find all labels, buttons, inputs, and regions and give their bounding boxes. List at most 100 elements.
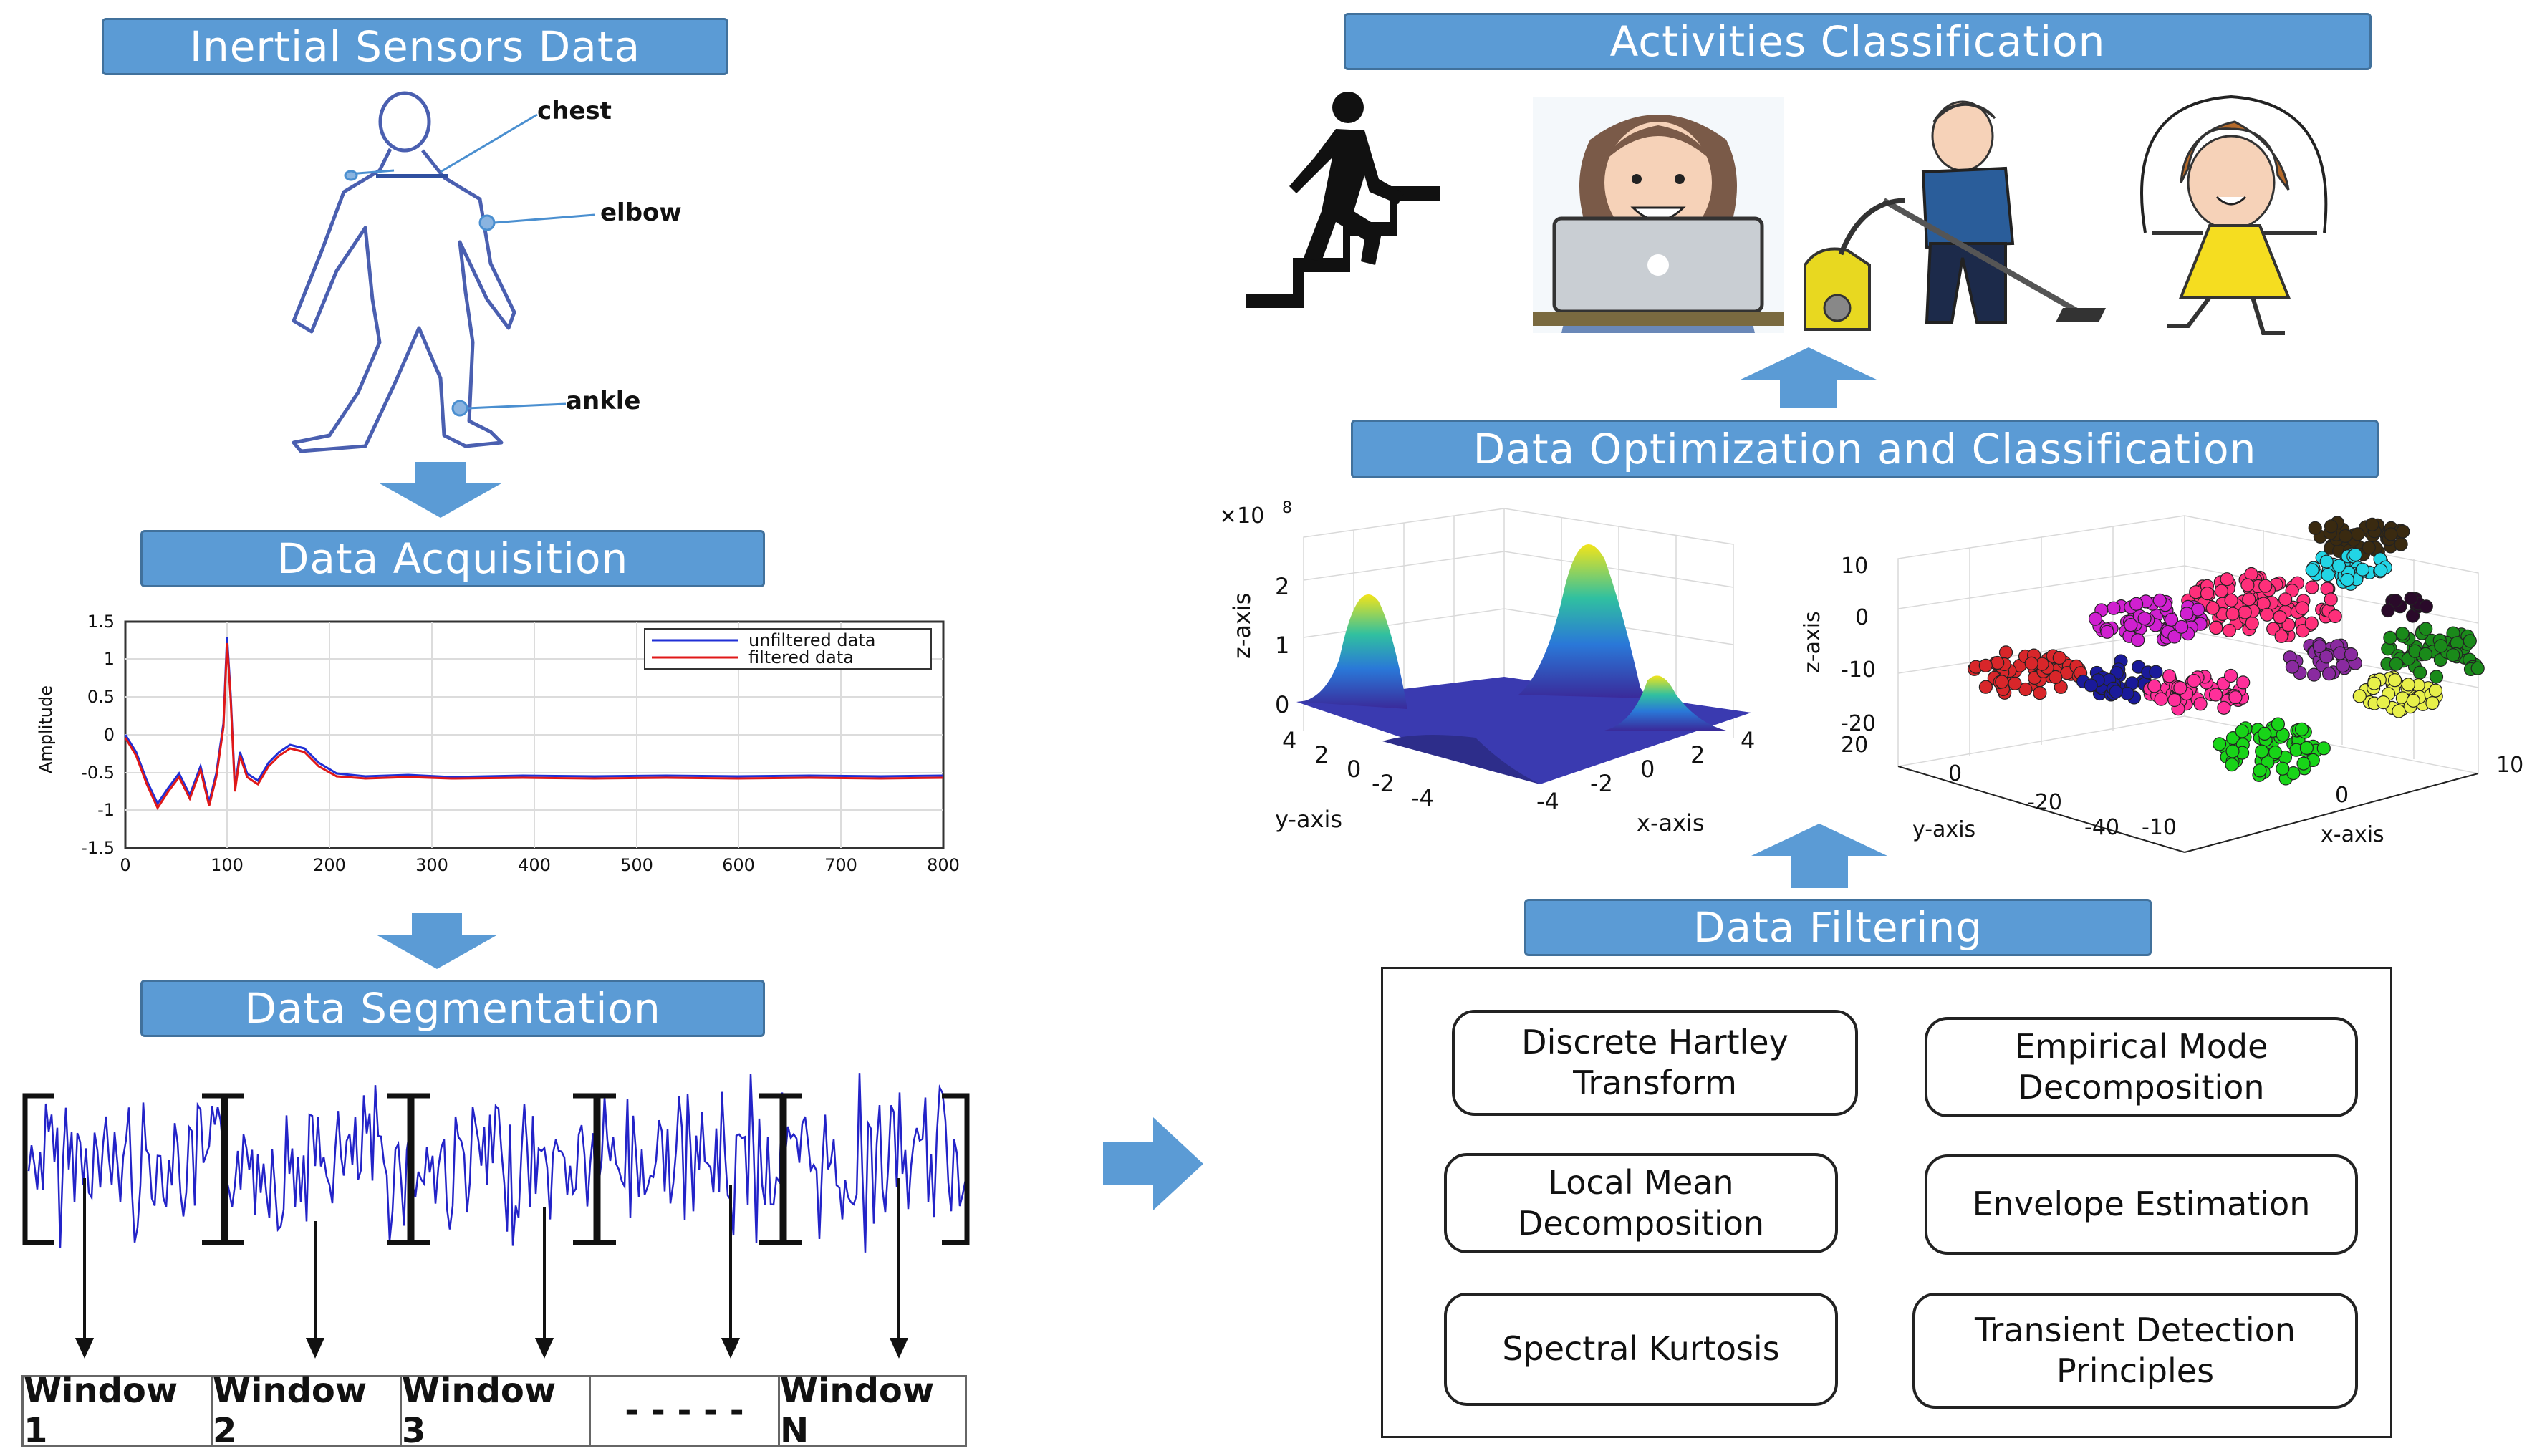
scatter-point	[2383, 630, 2397, 645]
scatter-point	[2312, 639, 2327, 653]
bracket-4-left	[593, 1093, 616, 1245]
scatter-point	[2253, 763, 2267, 778]
unfiltered-series	[124, 637, 944, 806]
scatter-point	[2212, 737, 2227, 751]
scatter-ztick-m10: -10	[1841, 657, 1876, 683]
method-discrete-hartley: Discrete Hartley Transform	[1452, 1010, 1858, 1116]
scatter-point	[2296, 756, 2311, 771]
human-body-figure	[292, 91, 595, 453]
scatter-point	[2167, 693, 2182, 708]
legend-unfiltered: unfiltered data	[748, 630, 875, 650]
scatter-point	[2387, 673, 2402, 688]
segmented-signal	[22, 1073, 970, 1359]
scatter-point	[2425, 696, 2440, 710]
scatter-point	[2258, 726, 2272, 741]
scatter-point	[2193, 697, 2208, 711]
scatter-point	[2319, 554, 2334, 569]
scatter-point	[2340, 572, 2354, 587]
surface-ytick-1: 2	[1314, 741, 1329, 768]
scatter-point	[2412, 665, 2427, 680]
scatter-point	[2276, 761, 2290, 776]
xtick-7: 700	[824, 855, 857, 875]
scatter-ytick-m20: -20	[2027, 790, 2062, 815]
ytick-0: 1.5	[87, 612, 115, 632]
scatter-point	[2401, 678, 2415, 692]
scatter-point	[2152, 593, 2167, 607]
xtick-6: 600	[722, 855, 755, 875]
scatter-point	[2381, 603, 2395, 618]
scatter-point	[2174, 619, 2189, 634]
scatter-point	[2428, 683, 2443, 698]
scatter-point	[2162, 669, 2177, 683]
scatter-point	[2024, 656, 2038, 670]
scatter-clusters	[1967, 516, 2485, 786]
scatter-point	[2404, 592, 2418, 606]
scatter-point	[2396, 524, 2410, 539]
method-envelope-estimation: Envelope Estimation	[1925, 1154, 2358, 1255]
method-local-mean: Local Mean Decomposition	[1444, 1153, 1838, 1253]
scatter-point	[2365, 517, 2379, 531]
scatter-point	[2137, 612, 2152, 626]
cluster-purple	[2283, 637, 2363, 682]
ankle-sensor	[451, 400, 468, 417]
scatter-point	[2225, 607, 2240, 621]
right-arrow-center	[1103, 1117, 1203, 1210]
surface-peak-1	[1300, 594, 1407, 709]
label-elbow: elbow	[600, 198, 682, 227]
scatter-xtick-m10: -10	[2142, 815, 2177, 840]
scatter-point	[1978, 680, 1993, 694]
surface-peak-3	[1604, 675, 1726, 731]
scatter-point	[2281, 618, 2296, 632]
banner-data-acquisition: Data Acquisition	[140, 530, 765, 587]
scatter-point	[2306, 667, 2321, 682]
scatter-point	[2018, 682, 2033, 697]
scatter-point	[2236, 675, 2251, 690]
scatter-point	[2304, 616, 2319, 630]
surface-plot-3d: ×10 8 z-axis 2 1 0 4 2 0 -2 -4 -4 -2 0 2…	[1219, 499, 1755, 837]
scatter-point	[2222, 623, 2237, 637]
scatter-point	[2355, 562, 2370, 577]
scatter-point	[2278, 592, 2293, 607]
scatter-point	[2260, 607, 2274, 622]
cluster-cyan	[2305, 547, 2393, 591]
scatter-point	[2228, 690, 2243, 705]
scatter-point	[2109, 685, 2123, 699]
scatter-point	[2367, 676, 2382, 690]
scatter-point	[2225, 758, 2239, 772]
signal-plot: unfiltered data filtered data Amplitude …	[36, 612, 960, 875]
surface-xlabel: x-axis	[1637, 809, 1705, 837]
scatter-point	[2395, 627, 2410, 641]
scatter-point	[2242, 592, 2256, 607]
scatter-point	[2362, 541, 2376, 555]
xtick-1: 100	[211, 855, 244, 875]
scatter-point	[2189, 585, 2203, 599]
scatter-point	[2271, 717, 2286, 731]
ytick-5: -1	[97, 800, 115, 820]
xtick-5: 500	[620, 855, 653, 875]
window-ellipsis: - - - - -	[591, 1377, 780, 1445]
scatter-point	[2052, 650, 2066, 665]
scatter-xtick-10: 10	[2496, 753, 2523, 778]
window-n: Window N	[780, 1371, 935, 1451]
method-spectral-kurtosis: Spectral Kurtosis	[1444, 1293, 1838, 1406]
scatter-point	[2336, 659, 2350, 673]
ytick-1: 1	[104, 649, 115, 669]
surface-ytick-0: 4	[1282, 727, 1296, 754]
scatter-point	[2208, 688, 2223, 702]
scatter-point	[2084, 678, 2098, 693]
scatter-ztick-10: 10	[1841, 554, 1868, 579]
bracket-5-right	[942, 1093, 970, 1245]
scatter-point	[2088, 612, 2103, 626]
scatter-point	[2268, 745, 2283, 760]
scatter-point	[2223, 668, 2238, 683]
scatter-point	[2154, 692, 2168, 706]
scatter-point	[2418, 647, 2433, 661]
surface-ztick-2: 2	[1275, 573, 1289, 600]
legend-filtered: filtered data	[748, 647, 854, 667]
scatter-point	[2294, 722, 2309, 736]
scatter-point	[2381, 642, 2395, 656]
ytick-2: 0.5	[87, 687, 115, 707]
cluster-rose	[2143, 668, 2251, 716]
scatter-point	[2238, 605, 2252, 619]
scatter-point	[2470, 661, 2485, 675]
